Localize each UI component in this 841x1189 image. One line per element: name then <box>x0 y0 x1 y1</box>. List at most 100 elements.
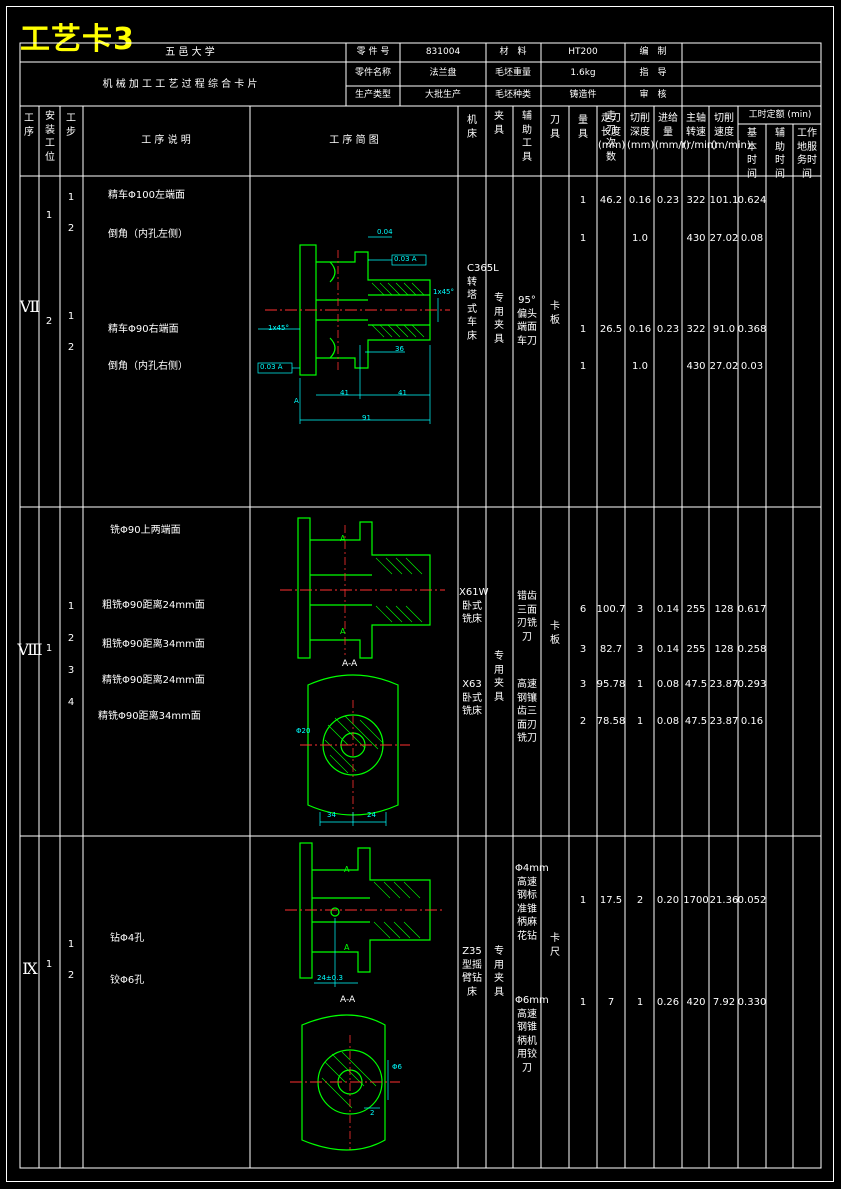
setup-number: 1 <box>45 959 53 970</box>
basic-time: 0.293 <box>737 679 767 690</box>
feed-rate: 0.20 <box>656 895 680 906</box>
section-title: A-A <box>342 659 358 669</box>
step-number: 4 <box>67 697 75 708</box>
reviewer-label: 审 核 <box>639 90 667 100</box>
school-name: 五 邑 大 学 <box>165 47 215 58</box>
cut-depth: 1.0 <box>632 361 648 372</box>
feed-rate: 0.14 <box>656 604 680 615</box>
machine-tool: Z35型摇臂钻床 <box>462 946 482 998</box>
step-description: 精铣Φ90距离34mm面 <box>98 711 201 722</box>
basic-time: 0.16 <box>740 716 764 727</box>
process-number: Ⅷ <box>17 640 43 659</box>
step-number: 2 <box>67 223 75 234</box>
cutting-speed: 128 <box>714 644 734 655</box>
passes: 1 <box>579 997 587 1008</box>
instructor-label: 指 导 <box>639 68 667 78</box>
passes: 1 <box>579 361 587 372</box>
part-no-value: 831004 <box>425 47 461 57</box>
col-passes: 走刀次数 <box>606 111 616 163</box>
cutting-speed: 101.1 <box>709 195 739 206</box>
material-label: 材 料 <box>499 47 527 57</box>
machine-tool: X63卧式铣床 <box>462 679 482 717</box>
step-description: 精车Φ100左端面 <box>108 190 185 201</box>
passes: 6 <box>579 604 587 615</box>
spindle-speed: 420 <box>686 997 706 1008</box>
section-marker: A <box>340 534 346 543</box>
cut-length: 7 <box>607 997 615 1008</box>
process-number: Ⅸ <box>22 959 38 978</box>
step-description: 倒角（内孔右侧） <box>108 361 188 372</box>
dimension-label: Φ20 <box>296 727 311 735</box>
cutting-tool: Φ4mm高速钢标准锥柄麻花钻 <box>515 863 549 942</box>
spindle-speed: 322 <box>686 324 706 335</box>
spindle-speed: 430 <box>686 361 706 372</box>
passes: 1 <box>579 324 587 335</box>
cut-depth: 0.16 <box>628 324 652 335</box>
cut-depth: 1 <box>636 679 644 690</box>
blank-weight-label: 毛坯重量 <box>494 68 532 78</box>
gauge: 卡板 <box>550 621 560 646</box>
basic-time: 0.052 <box>737 895 767 906</box>
col-step: 工步 <box>66 113 76 138</box>
spindle-speed: 47.5 <box>684 716 708 727</box>
basic-time: 0.617 <box>737 604 767 615</box>
dimension-label: 0.04 <box>377 228 393 236</box>
spindle-speed: 47.5 <box>684 679 708 690</box>
passes: 1 <box>579 895 587 906</box>
cutting-tool: 95°偏头端面车刀 <box>517 295 537 347</box>
step-description: 铣Φ90上两端面 <box>110 525 181 536</box>
dimension-label: 34 <box>327 811 336 819</box>
setup-number: 2 <box>45 316 53 327</box>
cutting-speed: 23.87 <box>709 679 739 690</box>
cut-length: 100.7 <box>596 604 626 615</box>
step-number: 1 <box>67 311 75 322</box>
col-aux-tool: 辅助工具 <box>522 111 532 163</box>
cutting-speed: 27.02 <box>709 361 739 372</box>
blank-type-label: 毛坯种类 <box>494 90 532 100</box>
step-number: 2 <box>67 342 75 353</box>
feed-rate: 0.08 <box>656 716 680 727</box>
passes: 3 <box>579 644 587 655</box>
col-aux-time: 辅助时间 <box>775 128 785 180</box>
col-service: 工作地服务时间 <box>797 128 817 180</box>
cut-depth: 0.16 <box>628 195 652 206</box>
cutting-tool: Φ6mm高速钢锥柄机用铰刀 <box>515 995 549 1074</box>
dimension-label: A <box>294 397 299 405</box>
feed-rate: 0.08 <box>656 679 680 690</box>
step-description: 铰Φ6孔 <box>110 975 145 986</box>
cutting-speed: 91.0 <box>712 324 736 335</box>
dimension-label: 1x45° <box>433 288 455 296</box>
step-number: 1 <box>67 939 75 950</box>
step-description: 粗铣Φ90距离24mm面 <box>102 600 205 611</box>
passes: 3 <box>579 679 587 690</box>
cut-depth: 3 <box>636 604 644 615</box>
col-machine: 机床 <box>467 115 477 140</box>
col-depth: 切削深度(mm) <box>627 113 655 151</box>
cut-depth: 1.0 <box>632 233 648 244</box>
section-title: A-A <box>340 995 356 1005</box>
card-name: 机 械 加 工 工 艺 过 程 综 合 卡 片 <box>102 79 258 90</box>
blank-type-value: 铸造件 <box>569 90 597 100</box>
blank-weight-value: 1.6kg <box>570 68 596 78</box>
step-description: 精车Φ90右端面 <box>108 324 179 335</box>
step-description: 钻Φ4孔 <box>110 933 145 944</box>
spindle-speed: 255 <box>686 604 706 615</box>
step-description: 倒角（内孔左侧） <box>108 229 188 240</box>
spindle-speed: 322 <box>686 195 706 206</box>
col-feed: 进给量(mm/r) <box>655 113 690 151</box>
cut-depth: 1 <box>636 997 644 1008</box>
dimension-label: 0.03 A <box>394 255 417 263</box>
sketch-process-7 <box>257 236 450 424</box>
part-name-value: 法兰盘 <box>429 68 457 78</box>
section-marker: A <box>340 627 346 636</box>
setup-number: 1 <box>45 210 53 221</box>
gauge: 卡尺 <box>550 933 560 958</box>
cutting-speed: 27.02 <box>709 233 739 244</box>
cut-length: 17.5 <box>599 895 623 906</box>
basic-time: 0.330 <box>737 997 767 1008</box>
cut-length: 26.5 <box>599 324 623 335</box>
col-fixture: 夹具 <box>494 111 504 136</box>
basic-time: 0.03 <box>740 361 764 372</box>
col-tool: 刀具 <box>550 115 560 140</box>
spindle-speed: 1700 <box>683 895 709 906</box>
